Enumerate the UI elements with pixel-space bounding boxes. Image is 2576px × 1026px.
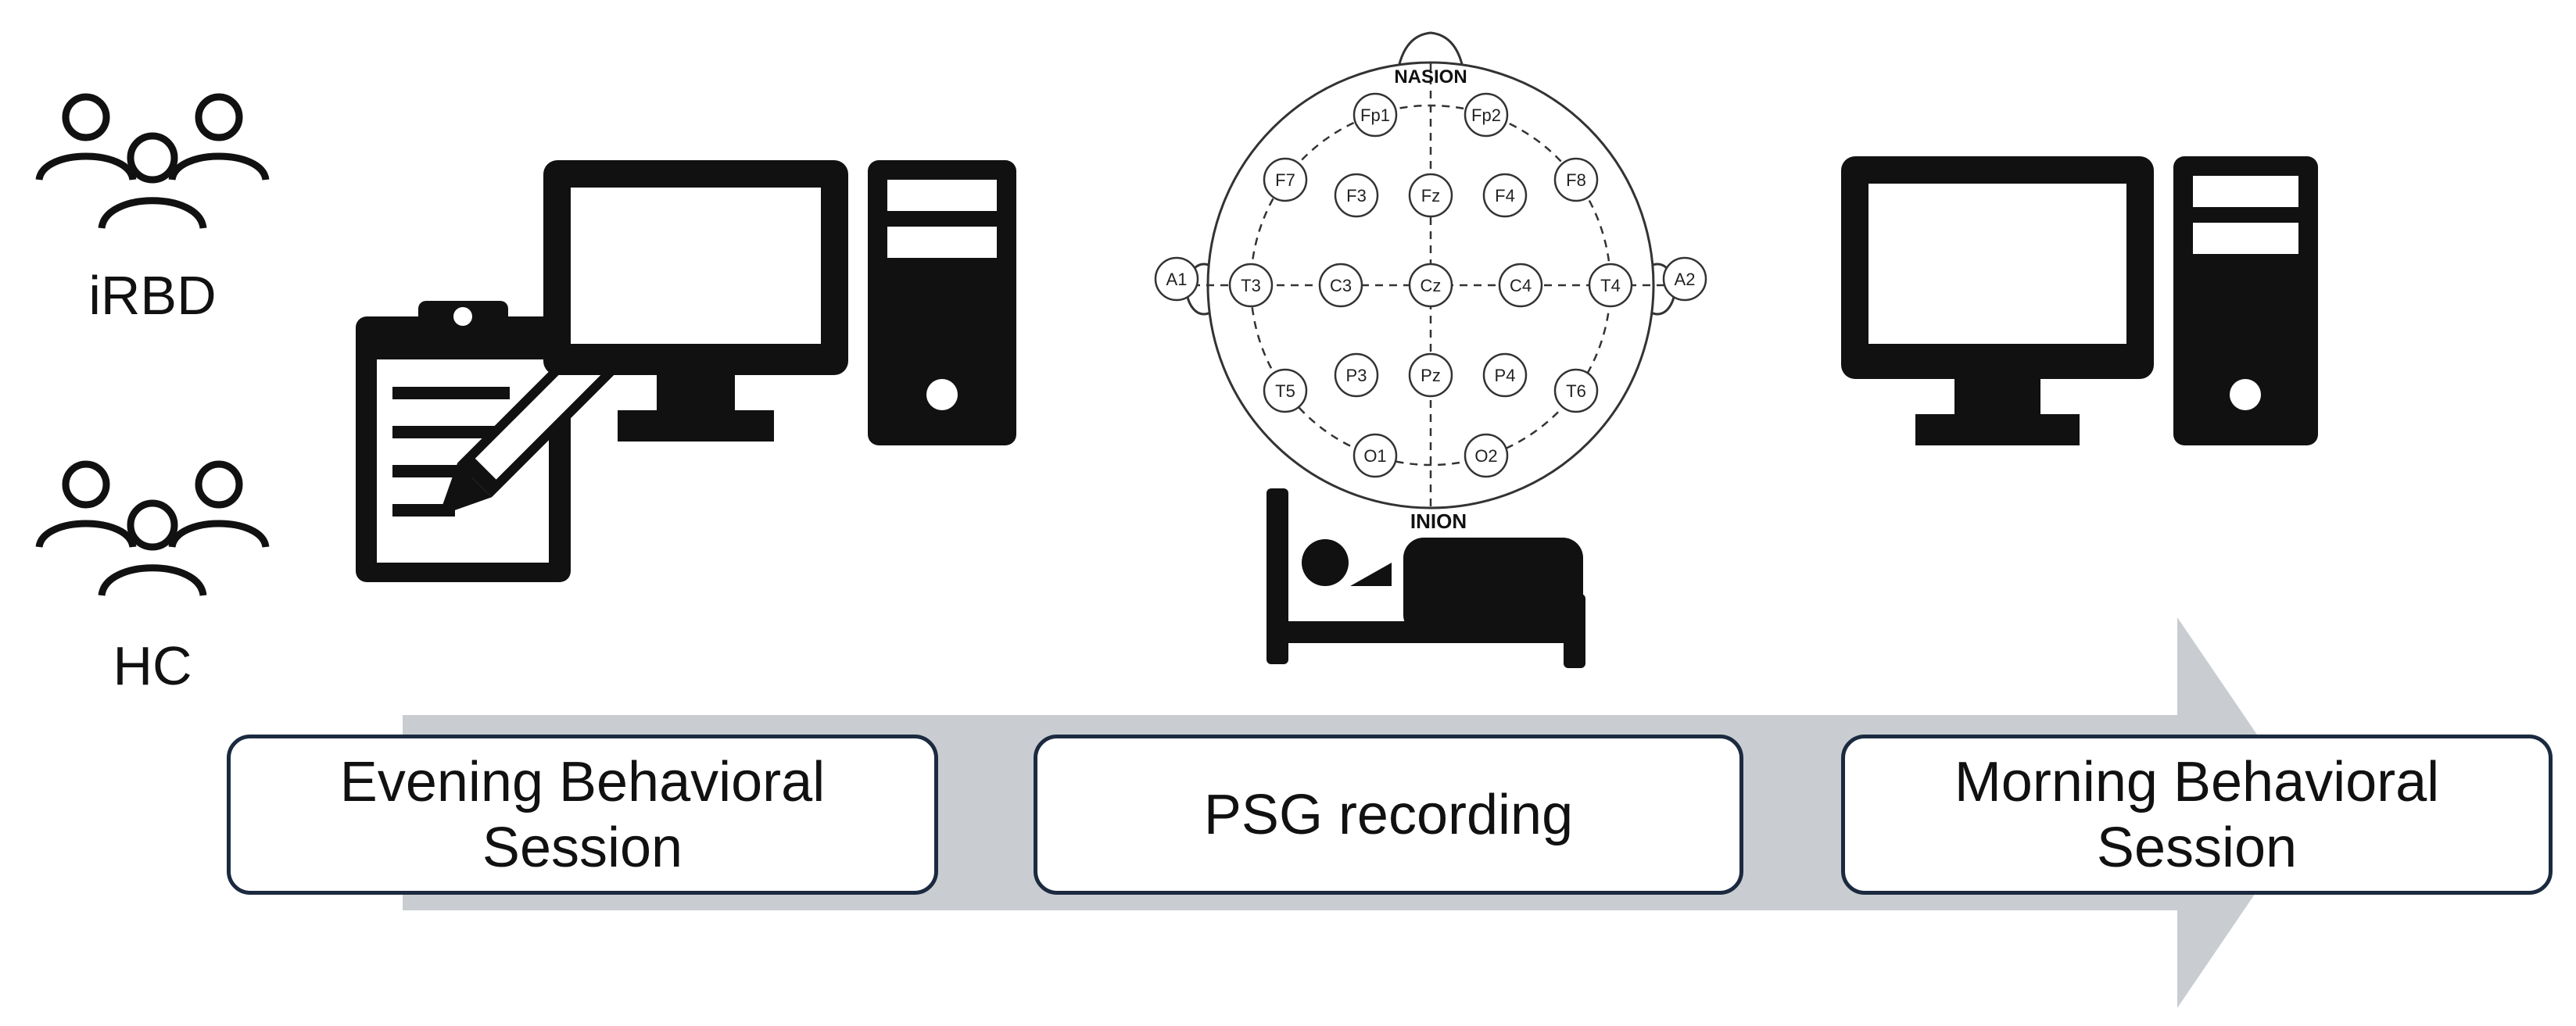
group-label-irbd: iRBD: [88, 265, 217, 326]
desktop-computer-icon: [543, 160, 1016, 445]
eeg-electrode-label-p4: P4: [1495, 366, 1516, 385]
eeg-electrode-label-a1: A1: [1166, 270, 1188, 289]
stage-box-evening: Evening Behavioral Session: [227, 735, 938, 895]
eeg-electrode-t6: [1553, 368, 1599, 413]
eeg-electrode-label-cz: Cz: [1421, 276, 1442, 295]
clipboard-pencil-icon: [356, 301, 625, 582]
stage-label-psg: PSG recording: [1203, 783, 1574, 846]
stage-box-morning: Morning Behavioral Session: [1841, 735, 2553, 895]
people-group-icon: [35, 460, 270, 597]
stage-box-psg: PSG recording: [1034, 735, 1743, 895]
eeg-electrode-f8: [1553, 157, 1599, 202]
eeg-electrode-label-t5: T5: [1275, 381, 1295, 401]
stage-label-morning: Morning Behavioral Session: [1954, 750, 2440, 879]
eeg-electrode-label-f4: F4: [1495, 186, 1515, 206]
eeg-electrode-label-a2: A2: [1675, 270, 1696, 289]
eeg-electrode-label-o2: O2: [1474, 446, 1497, 466]
eeg-electrode-a1: [1154, 256, 1199, 302]
eeg-electrode-t4: [1588, 263, 1633, 308]
people-group-icon: [35, 93, 270, 230]
group-label-hc: HC: [113, 635, 192, 696]
eeg-electrode-fp1: [1352, 92, 1398, 138]
eeg-electrode-label-fp2: Fp2: [1471, 105, 1501, 125]
eeg-electrode-o1: [1352, 433, 1398, 478]
eeg-electrode-fp2: [1464, 92, 1509, 138]
eeg-nasion-label: NASION: [1394, 66, 1467, 88]
eeg-electrode-label-c3: C3: [1330, 276, 1352, 295]
stage-label-evening: Evening Behavioral Session: [339, 750, 826, 879]
bed-sleeping-person-icon: [1267, 488, 1585, 668]
eeg-electrode-label-c4: C4: [1510, 276, 1532, 295]
eeg-electrode-label-t6: T6: [1566, 381, 1586, 401]
eeg-electrode-f3: [1334, 173, 1379, 218]
eeg-electrode-p3: [1334, 352, 1379, 398]
eeg-electrode-t5: [1263, 368, 1308, 413]
eeg-electrode-label-t4: T4: [1600, 276, 1621, 295]
eeg-electrode-label-p3: P3: [1346, 366, 1367, 385]
desktop-computer-icon: [1841, 156, 2318, 445]
eeg-electrode-pz: [1408, 352, 1453, 398]
eeg-electrode-label-fz: Fz: [1421, 186, 1440, 206]
eeg-electrode-label-f7: F7: [1275, 170, 1295, 190]
eeg-electrode-a2: [1662, 256, 1707, 302]
eeg-electrode-label-o1: O1: [1363, 446, 1386, 466]
eeg-electrode-c4: [1498, 263, 1543, 308]
eeg-electrode-f7: [1263, 157, 1308, 202]
eeg-electrode-cz: [1408, 263, 1453, 308]
eeg-electrode-label-pz: Pz: [1421, 366, 1441, 385]
eeg-electrode-label-f3: F3: [1346, 186, 1367, 206]
eeg-electrode-t3: [1228, 263, 1274, 308]
eeg-electrode-c3: [1318, 263, 1363, 308]
eeg-electrode-o2: [1464, 433, 1509, 478]
eeg-electrode-p4: [1482, 352, 1528, 398]
eeg-electrode-f4: [1482, 173, 1528, 218]
eeg-electrode-label-t3: T3: [1241, 276, 1261, 295]
eeg-electrode-label-f8: F8: [1566, 170, 1586, 190]
eeg-inion-label: INION: [1410, 509, 1467, 533]
eeg-electrode-fz: [1408, 173, 1453, 218]
eeg-electrode-label-fp1: Fp1: [1360, 105, 1390, 125]
